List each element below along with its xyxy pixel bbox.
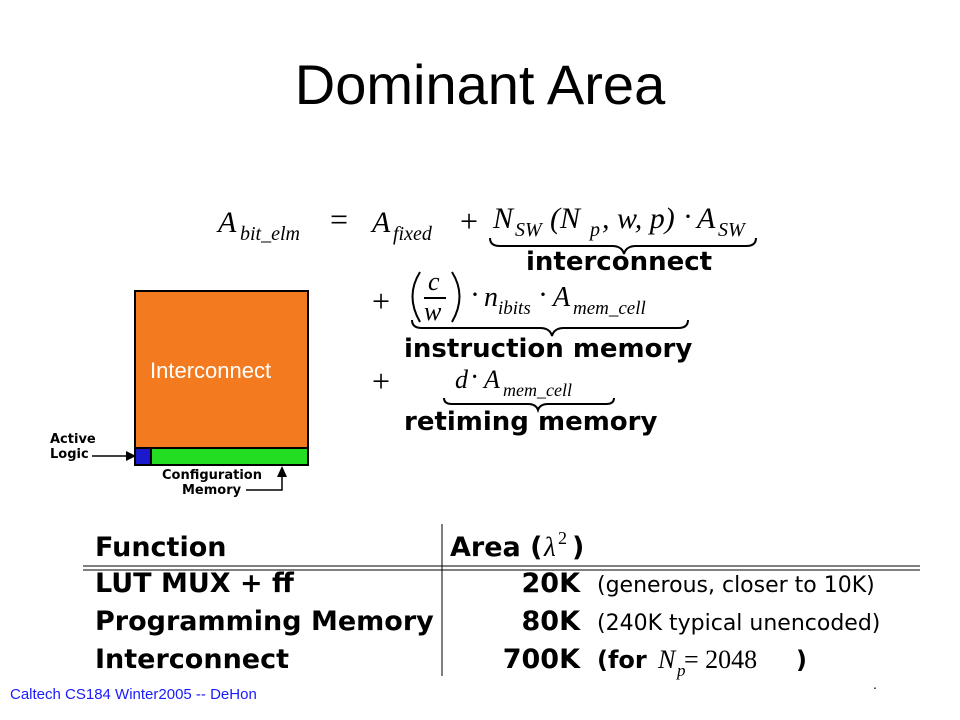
amem2-a: A	[482, 365, 500, 394]
row-3-area: 700K	[503, 644, 581, 675]
interconnect-block-label: Interconnect	[150, 358, 271, 383]
n-ibits-sub: ibits	[498, 298, 531, 319]
header-function: Function	[95, 532, 226, 563]
row-1-area: 20K	[522, 568, 582, 599]
brace-label-instruction: instruction memory	[404, 334, 692, 364]
nsw-n: N	[492, 202, 515, 235]
plus-3: +	[372, 363, 390, 399]
interconnect-block	[134, 290, 309, 449]
header-exponent: 2	[558, 528, 567, 548]
asw-sub: SW	[718, 219, 747, 241]
dot-4: ·	[470, 362, 479, 393]
nsw-args: (N	[550, 202, 582, 235]
corner-mark: .	[873, 676, 877, 692]
row-3-function: Interconnect	[95, 644, 289, 675]
asw-a: A	[695, 202, 716, 235]
amem-a: A	[551, 282, 571, 313]
brace-label-interconnect: interconnect	[526, 247, 712, 277]
row-3-note-var: N	[657, 645, 677, 674]
lhs-sub: bit_elm	[240, 223, 300, 245]
brace-label-retiming: retiming memory	[404, 407, 657, 437]
underbrace-interconnect	[489, 237, 757, 255]
dot-1: ·	[683, 200, 693, 233]
header-lambda: λ	[543, 532, 556, 562]
d-term: d	[455, 365, 469, 394]
header-area: Area (	[450, 532, 542, 563]
active-logic-arrowhead	[126, 451, 136, 461]
row-2-area: 80K	[522, 606, 582, 637]
active-logic-label-2: Logic	[50, 447, 89, 462]
nsw-args-rest: , w, p)	[602, 202, 675, 235]
row-2-note: (240K typical unencoded)	[597, 611, 880, 636]
paren-right	[451, 271, 461, 323]
header-area-close: )	[572, 532, 584, 563]
row-2-function: Programming Memory	[95, 606, 434, 637]
n-ibits: n	[484, 282, 498, 313]
row-3-note-sub: p	[676, 661, 686, 680]
plus-1: +	[460, 203, 478, 239]
frac-num: c	[428, 267, 440, 296]
dot-2: ·	[470, 278, 480, 311]
fixed-a: A	[370, 206, 391, 239]
row-3-note-post: )	[796, 646, 807, 674]
slide-footer: Caltech CS184 Winter2005 -- DeHon	[10, 686, 257, 703]
config-memory-label-1: Configuration	[162, 468, 262, 483]
dot-3: ·	[538, 278, 548, 311]
row-3-note-pre: (for	[597, 646, 647, 674]
underbrace-instruction	[411, 319, 689, 337]
active-logic-label-1: Active	[50, 432, 96, 447]
config-memory-label-2: Memory	[182, 483, 242, 498]
config-memory-arrowhead	[277, 466, 287, 477]
amem2-sub: mem_cell	[503, 380, 572, 400]
config-memory-block	[150, 447, 309, 466]
underbrace-retiming	[443, 397, 615, 414]
nsw-args-sub: p	[588, 219, 600, 241]
row-1-function: LUT MUX + ff	[95, 568, 295, 599]
slide-title: Dominant Area	[294, 53, 666, 116]
nsw-sub: SW	[515, 219, 544, 241]
plus-2: +	[372, 283, 390, 319]
row-1-note: (generous, closer to 10K)	[597, 573, 875, 598]
frac-den: w	[424, 297, 442, 326]
fixed-sub: fixed	[393, 223, 433, 245]
paren-left	[411, 271, 421, 323]
row-3-note-eq: = 2048	[684, 645, 757, 674]
lhs-a: A	[216, 206, 237, 239]
amem-sub: mem_cell	[573, 298, 646, 319]
equals-sign: =	[330, 201, 348, 237]
